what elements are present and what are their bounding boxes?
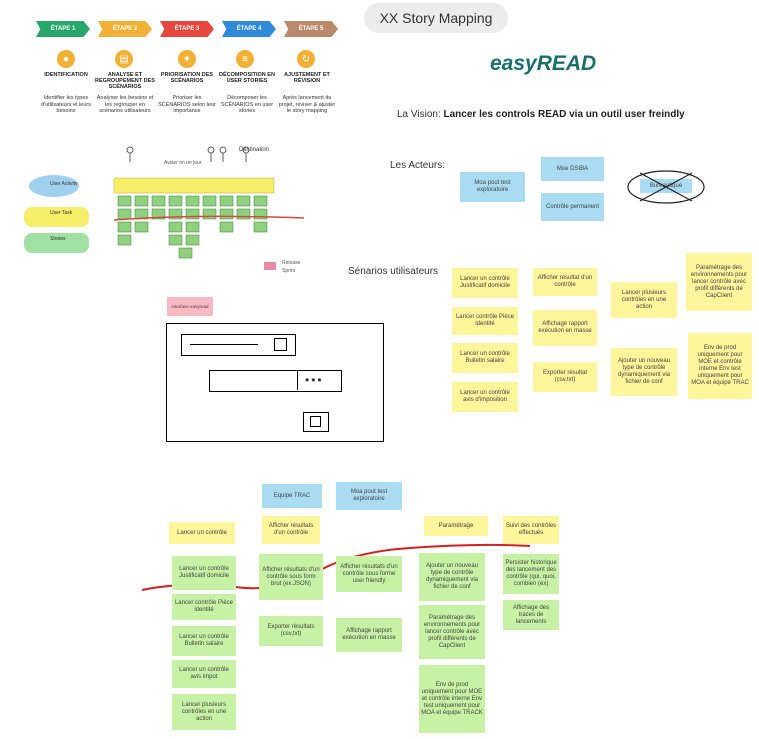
person-icon: ● bbox=[57, 50, 75, 68]
story-sticky[interactable]: Lancer contrôle Pièce identité bbox=[172, 594, 236, 620]
scenario-sticky[interactable]: Env de prod uniquement pour MOE et contr… bbox=[688, 333, 752, 399]
vision-prefix: La Vision: bbox=[397, 109, 444, 120]
sketch-legend-stories: Stories bbox=[50, 236, 66, 242]
actors-label: Les Acteurs: bbox=[390, 160, 446, 171]
step-4-desc: Décomposer les SCÉNARIOS en user stories bbox=[220, 95, 274, 114]
step-2-name: ANALYSE ET REGROUPEMENT DES SCÉNARIOS bbox=[95, 72, 155, 90]
step-1-desc: Identifier les types d'utilisateurs et l… bbox=[41, 95, 91, 114]
story-sticky[interactable]: Env de prod uniquement pour MOE et contr… bbox=[419, 665, 485, 733]
actor-crossed[interactable]: Bureautique bbox=[626, 168, 706, 206]
brand-title: easyREAD bbox=[490, 52, 597, 75]
board-title[interactable]: XX Story Mapping bbox=[364, 3, 508, 33]
story-sticky[interactable]: Lancer un contrôle Justificatif domicile bbox=[172, 556, 236, 590]
story-sticky[interactable]: Lancer un contrôle avis impot bbox=[172, 660, 236, 688]
wireframe-divider bbox=[297, 371, 298, 390]
sketch-note-3: Sprint bbox=[282, 268, 296, 274]
cross-out-mark bbox=[627, 170, 705, 204]
story-sticky[interactable]: Paramétrage des environnements pour lanc… bbox=[419, 605, 485, 659]
activity-sticky[interactable]: Suivi des contrôles effectués bbox=[503, 516, 559, 544]
story-sticky[interactable]: Lancer un contrôle Bulletin salaire bbox=[172, 626, 236, 656]
bulb-icon: ✦ bbox=[178, 50, 196, 68]
step-3-tag: ÉTAPE 3 bbox=[160, 21, 214, 37]
vision-statement: La Vision: Lancer les controls READ via … bbox=[397, 109, 685, 120]
story-sticky[interactable]: Exporter résultats (csv,txt) bbox=[259, 616, 323, 646]
story-sticky[interactable]: Affichage rapport exécution en masse bbox=[336, 618, 402, 652]
step-1-tag: ÉTAPE 1 bbox=[36, 21, 90, 37]
wireframe-row[interactable]: ••• bbox=[209, 370, 342, 392]
scenario-sticky[interactable]: Paramétrage des environnements pour lanc… bbox=[686, 253, 752, 311]
story-map-sketch: Destination User Activity User Task Stor… bbox=[14, 140, 314, 280]
wireframe-input-line bbox=[190, 344, 258, 345]
map-actor-moa[interactable]: Moa pout test exploratoire bbox=[336, 482, 402, 510]
step-5-desc: Après lancement du projet, reviser & aju… bbox=[278, 95, 336, 114]
scenario-sticky[interactable]: Lancer un contrôle avis d'imposition bbox=[452, 382, 518, 412]
actor-bureautique: Bureautique bbox=[640, 179, 692, 193]
more-icon[interactable]: ••• bbox=[305, 373, 324, 387]
scenario-sticky[interactable]: Affichage rapport exécution en masse bbox=[533, 310, 597, 346]
scenario-sticky[interactable]: Afficher résultat d'un contrôle bbox=[533, 268, 597, 296]
scenarios-label: Sénarios utilisateurs bbox=[348, 266, 439, 277]
step-3-desc: Prioriser les SCÉNARIOS selon leur impor… bbox=[158, 95, 216, 114]
wireframe-input[interactable] bbox=[181, 334, 296, 356]
refresh-icon: ↻ bbox=[297, 50, 315, 68]
sketch-note-1: Aviser en un jour bbox=[164, 160, 202, 166]
story-sticky[interactable]: Ajouter un nouveau type de contrôle dyna… bbox=[419, 553, 485, 601]
step-2-desc: Analyser les besoins et les regrouper en… bbox=[96, 95, 154, 114]
scenario-sticky[interactable]: Lancer plusieurs contrôles en une action bbox=[611, 282, 677, 318]
scenario-sticky[interactable]: Ajouter un nouveau type de contrôle dyna… bbox=[611, 348, 677, 396]
activity-sticky[interactable]: Lancer un contrôle bbox=[169, 522, 235, 544]
step-3-name: PRIORISATION DES SCÉNARIOS bbox=[160, 72, 214, 84]
scenario-sticky[interactable]: Lancer un contrôle Justificatif domicile bbox=[452, 268, 518, 298]
wireframe-frame[interactable]: ••• bbox=[166, 323, 384, 442]
story-sticky[interactable]: Afficher résultats d'un contrôle sous fo… bbox=[336, 556, 402, 592]
wireframe-button-icon bbox=[310, 416, 321, 427]
wireframe-note[interactable]: interface easyread bbox=[167, 297, 213, 316]
actor-moa[interactable]: Moa pout test exploratoire bbox=[460, 172, 525, 202]
scenario-sticky[interactable]: Exporter résultat (csv,txt) bbox=[533, 362, 597, 392]
sketch-legend-task: User Task bbox=[50, 210, 73, 216]
scenario-sticky[interactable]: Lancer contrôle Pièce identité bbox=[452, 307, 518, 335]
story-sticky[interactable]: Affichage des traces de lancements bbox=[503, 600, 559, 630]
vision-text: Lancer les controls READ via un outil us… bbox=[443, 109, 685, 120]
actor-controle[interactable]: Contrôle permanent bbox=[541, 193, 604, 221]
sketch-header-note: Destination bbox=[239, 147, 270, 153]
scenario-sticky[interactable]: Lancer un contrôle Bulletin salaire bbox=[452, 343, 518, 373]
story-sticky[interactable]: Lancer plusieurs contrôles en une action bbox=[172, 694, 236, 730]
sketch-note-2: Release bbox=[282, 260, 301, 266]
activity-sticky[interactable]: Afficher résultats d'un contrôle bbox=[262, 516, 320, 544]
list-icon: ≡ bbox=[236, 50, 254, 68]
wireframe-button[interactable] bbox=[303, 412, 329, 432]
actor-moe[interactable]: Moe DSIBA bbox=[541, 157, 604, 181]
sketch-legend-activity: User Activity bbox=[50, 181, 78, 187]
step-5-tag: ÉTAPE 5 bbox=[284, 21, 338, 37]
activity-sticky[interactable]: Paramétrage bbox=[424, 516, 488, 536]
sketch-drawing bbox=[24, 146, 305, 270]
notepad-icon: ▤ bbox=[115, 50, 133, 68]
step-4-tag: ÉTAPE 4 bbox=[222, 21, 276, 37]
wireframe-checkbox[interactable] bbox=[274, 338, 287, 351]
story-sticky[interactable]: Persister historique des lancement des c… bbox=[503, 554, 559, 594]
map-actor-trac[interactable]: Equipe TRAC bbox=[262, 484, 322, 508]
step-2-tag: ÉTAPE 2 bbox=[98, 21, 152, 37]
step-1-name: IDENTIFICATION bbox=[44, 72, 88, 78]
story-sticky[interactable]: Afficher résultats d'un contrôle sous fo… bbox=[259, 554, 323, 600]
step-4-name: DÉCOMPOSITION EN USER STORIES bbox=[219, 72, 275, 84]
step-5-name: AJUSTEMENT ET RÉVISION bbox=[284, 72, 330, 84]
